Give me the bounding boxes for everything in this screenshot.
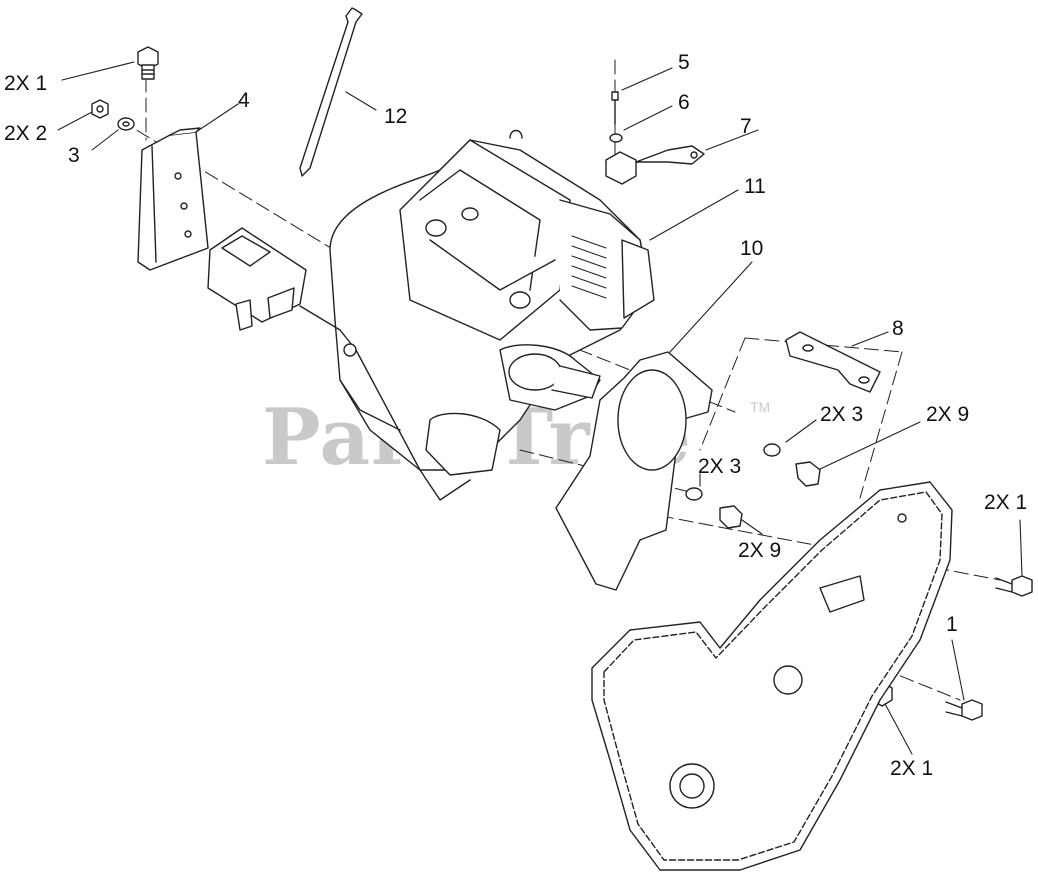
screw-part-5 bbox=[611, 91, 619, 125]
callout-2x1-top-left: 2X 1 bbox=[4, 72, 48, 95]
bolt-right-lower bbox=[945, 699, 983, 721]
bracket-part-8 bbox=[785, 331, 881, 393]
callout-2x3-left: 2X 3 bbox=[698, 455, 742, 478]
callout-10: 10 bbox=[740, 237, 764, 260]
callout-12: 12 bbox=[384, 105, 408, 128]
bolt-right-upper bbox=[995, 575, 1033, 597]
callout-6: 6 bbox=[678, 91, 690, 114]
callout-2x3-right: 2X 3 bbox=[820, 403, 864, 426]
callout-1: 1 bbox=[946, 613, 958, 636]
leader-lines bbox=[57, 61, 1023, 755]
callout-2x1-right: 2X 1 bbox=[984, 491, 1028, 514]
washer-part-3-left bbox=[685, 487, 703, 501]
callout-2x9-left: 2X 9 bbox=[738, 539, 782, 562]
callout-8: 8 bbox=[892, 317, 904, 340]
watermark-trademark: TM bbox=[750, 399, 771, 415]
callout-2x2: 2X 2 bbox=[4, 122, 48, 145]
callout-5: 5 bbox=[678, 51, 690, 74]
bolt-top-left bbox=[137, 46, 159, 80]
callout-11: 11 bbox=[744, 175, 766, 198]
cable-tie-part-12 bbox=[299, 7, 363, 177]
switch-box bbox=[207, 227, 307, 331]
bracket-part-4 bbox=[137, 127, 209, 271]
washer-part-3-right bbox=[763, 443, 781, 457]
callout-2x1-bottom: 2X 1 bbox=[890, 757, 934, 780]
bolt-part-9-right bbox=[795, 461, 821, 487]
frame-plate bbox=[591, 481, 953, 871]
engine-assembly bbox=[329, 129, 655, 476]
callout-4: 4 bbox=[238, 89, 250, 112]
callout-2x9-right: 2X 9 bbox=[926, 403, 970, 426]
washer-part-6 bbox=[609, 133, 623, 143]
bolt-part-9-left bbox=[719, 505, 743, 529]
gasket-part-10 bbox=[555, 351, 713, 591]
callout-3-left: 3 bbox=[68, 144, 80, 167]
fuel-line bbox=[299, 305, 471, 501]
nut-part-2 bbox=[91, 99, 109, 119]
lever-part-7 bbox=[605, 145, 705, 185]
callout-7: 7 bbox=[740, 115, 752, 138]
washer-part-3 bbox=[117, 117, 135, 131]
